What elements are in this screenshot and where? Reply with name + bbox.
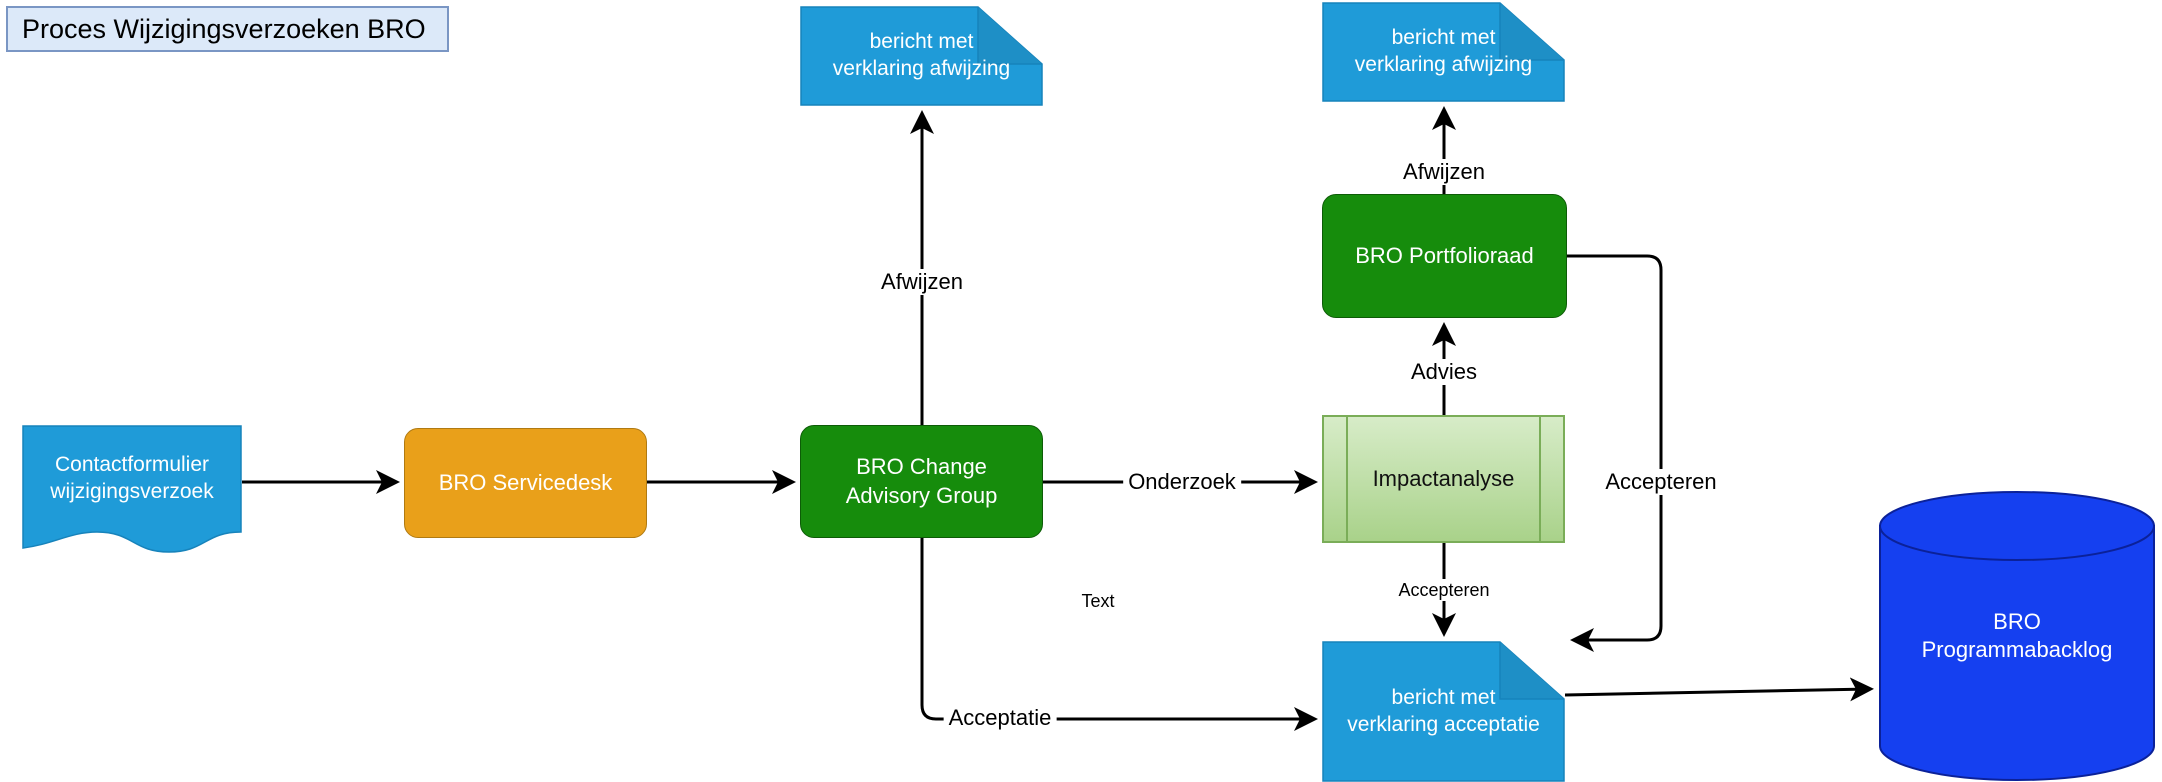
document-shape-icon (22, 425, 242, 553)
edge-label-afwijzen-cag: Afwijzen (876, 269, 968, 295)
edge-label-acceptatie: Acceptatie (943, 705, 1057, 731)
node-contactformulier[interactable]: Contactformulier wijzigingsverzoek (22, 425, 242, 553)
node-bericht-afwijzing-1[interactable]: bericht met verklaring afwijzing (800, 6, 1043, 106)
cylinder-shape-icon (1879, 491, 2155, 781)
predefined-process-right-bar (1539, 417, 1541, 541)
node-impactanalyse-label: Impactanalyse (1372, 465, 1515, 491)
note-shape-icon (1322, 641, 1565, 782)
edge-cag-acceptatie (920, 538, 1318, 731)
node-bro-portfolioraad-label: BRO Portfolioraad (1355, 242, 1534, 268)
node-bro-servicedesk[interactable]: BRO Servicedesk (404, 428, 647, 538)
edge-label-advies: Advies (1405, 359, 1483, 385)
predefined-process-left-bar (1346, 417, 1348, 541)
edge-label-accepteren-portfolioraad: Accepteren (1600, 469, 1722, 495)
edge-acceptatie-backlog (1564, 677, 1874, 702)
diagram-title-box: Proces Wijzigingsverzoeken BRO (6, 6, 449, 52)
node-bro-portfolioraad[interactable]: BRO Portfolioraad (1322, 194, 1567, 318)
node-bro-change-advisory-group[interactable]: BRO Change Advisory Group (800, 425, 1043, 538)
edge-label-accepteren-impactanalyse: Accepteren (1393, 579, 1495, 601)
edge-label-onderzoek: Onderzoek (1123, 469, 1241, 495)
page-title: Proces Wijzigingsverzoeken BRO (22, 13, 426, 44)
note-shape-icon (1322, 2, 1565, 102)
node-impactanalyse[interactable]: Impactanalyse (1322, 415, 1565, 543)
edge-label-afwijzen-portfolioraad: Afwijzen (1398, 159, 1490, 185)
node-bro-change-advisory-group-label: BRO Change Advisory Group (845, 454, 998, 508)
node-bro-servicedesk-label: BRO Servicedesk (438, 469, 613, 495)
floating-label-text: Text (1076, 590, 1120, 612)
edge-portfolioraad-acceptatie (1567, 254, 1663, 652)
node-bericht-acceptatie[interactable]: bericht met verklaring acceptatie (1322, 641, 1565, 782)
note-shape-icon (800, 6, 1043, 106)
node-bro-programmabacklog[interactable]: BRO Programmabacklog (1878, 490, 2156, 782)
node-bericht-afwijzing-2[interactable]: bericht met verklaring afwijzing (1322, 2, 1565, 102)
